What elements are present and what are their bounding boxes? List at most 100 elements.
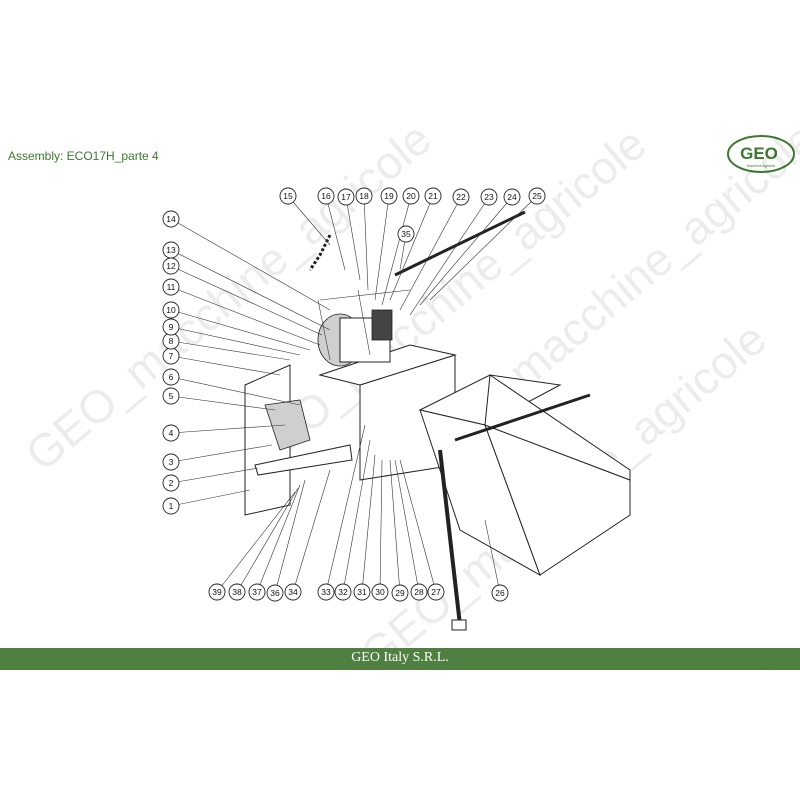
side-plate xyxy=(244,364,291,516)
callout-number: 25 xyxy=(532,191,542,201)
callout-17: 17 xyxy=(337,188,361,281)
stand-leg xyxy=(438,449,462,626)
callout-circle xyxy=(162,241,180,259)
callout-leader xyxy=(363,195,369,291)
logo-text: GEO xyxy=(740,144,778,163)
callout-number: 28 xyxy=(414,587,424,597)
callout-number: 15 xyxy=(283,191,293,201)
callout-circle xyxy=(397,225,415,243)
callout-number: 29 xyxy=(395,588,405,598)
callout-leader xyxy=(379,459,383,593)
callout-number: 9 xyxy=(169,322,174,332)
callout-27: 27 xyxy=(399,459,445,601)
assembly-title: Assembly: ECO17H_parte 4 xyxy=(8,149,159,163)
callout-39: 39 xyxy=(208,491,296,601)
callout-leader xyxy=(170,489,251,507)
callout-circle xyxy=(371,583,389,601)
callout-leader xyxy=(399,196,462,311)
callout-number: 33 xyxy=(321,587,331,597)
callout-leader xyxy=(170,309,311,351)
callout-number: 13 xyxy=(166,245,176,255)
callout-number: 37 xyxy=(252,587,262,597)
callout-number: 2 xyxy=(169,478,174,488)
callout-leader xyxy=(345,196,361,281)
stand-foot xyxy=(451,619,467,631)
callout-3: 3 xyxy=(162,444,273,471)
callout-leader xyxy=(170,395,276,411)
callout-circle xyxy=(480,188,498,206)
callout-leader xyxy=(389,195,434,301)
callout-12: 12 xyxy=(162,257,323,336)
callout-number: 8 xyxy=(169,336,174,346)
callout-number: 4 xyxy=(169,428,174,438)
callout-number: 21 xyxy=(428,191,438,201)
callout-15: 15 xyxy=(279,187,331,246)
callout-circle xyxy=(317,583,335,601)
callout-number: 32 xyxy=(338,587,348,597)
callout-number: 10 xyxy=(166,305,176,315)
callout-leader xyxy=(287,195,331,246)
callout-9: 9 xyxy=(162,318,301,356)
logo-subtext: Macchine Agricole xyxy=(747,164,775,168)
callout-circle xyxy=(317,187,335,205)
callout-circle xyxy=(162,318,180,336)
callout-number: 19 xyxy=(384,191,394,201)
callout-circle xyxy=(162,453,180,471)
callout-number: 26 xyxy=(495,588,505,598)
callout-number: 36 xyxy=(270,588,280,598)
callout-34: 34 xyxy=(284,469,331,601)
callout-number: 3 xyxy=(169,457,174,467)
callout-leader xyxy=(409,196,490,316)
callout-1: 1 xyxy=(162,489,251,515)
callout-5: 5 xyxy=(162,387,276,411)
callout-number: 14 xyxy=(166,214,176,224)
callout-30: 30 xyxy=(371,459,389,601)
callout-26: 26 xyxy=(484,519,509,602)
callout-leader xyxy=(342,439,371,593)
callout-number: 6 xyxy=(169,372,174,382)
callout-leader xyxy=(170,340,291,361)
callout-leader xyxy=(236,487,299,593)
callout-16: 16 xyxy=(317,187,346,271)
callout-circle xyxy=(248,583,266,601)
callout-circle xyxy=(162,387,180,405)
callout-number: 16 xyxy=(321,191,331,201)
callout-circle xyxy=(208,583,226,601)
callout-number: 22 xyxy=(456,192,466,202)
callout-leader xyxy=(292,469,331,593)
callout-leader xyxy=(381,195,412,306)
callout-leader xyxy=(256,484,301,593)
callout-leader xyxy=(374,195,390,301)
callout-circle xyxy=(491,584,509,602)
callout-20: 20 xyxy=(381,187,420,306)
callout-28: 28 xyxy=(394,459,428,601)
callout-31: 31 xyxy=(353,454,376,601)
callout-circle xyxy=(162,368,180,386)
callout-circle xyxy=(228,583,246,601)
callout-circle xyxy=(266,584,284,602)
frame-bar xyxy=(317,299,331,361)
callout-circle xyxy=(162,301,180,319)
callout-circle xyxy=(162,474,180,492)
callout-leader xyxy=(170,265,323,336)
callout-number: 27 xyxy=(431,587,441,597)
callout-number: 1 xyxy=(169,501,174,511)
bottom-flange xyxy=(254,444,353,476)
callout-18: 18 xyxy=(355,187,373,291)
callout-leader xyxy=(361,454,376,593)
callout-35: 35 xyxy=(397,225,415,271)
frame-bar xyxy=(357,289,371,356)
callout-circle xyxy=(279,187,297,205)
callout-circle xyxy=(337,188,355,206)
callout-leader xyxy=(274,479,306,594)
callout-6: 6 xyxy=(162,368,301,406)
callout-number: 34 xyxy=(288,587,298,597)
callout-circle xyxy=(391,584,409,602)
callout-leader xyxy=(325,195,346,271)
callout-circle xyxy=(162,210,180,228)
callout-circle xyxy=(162,278,180,296)
spring xyxy=(371,309,393,341)
hopper-back xyxy=(484,374,631,481)
